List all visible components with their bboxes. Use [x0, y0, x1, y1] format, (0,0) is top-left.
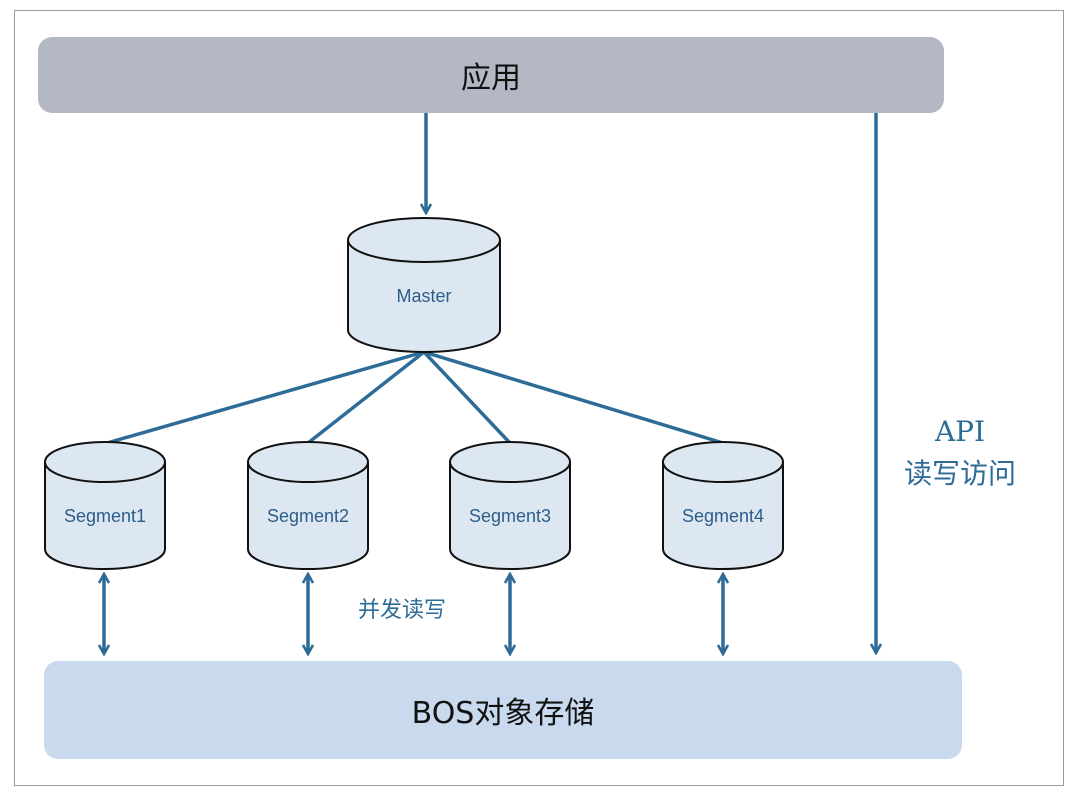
segment4-cylinder: Segment4 [662, 441, 784, 570]
segment2-label: Segment2 [267, 506, 349, 526]
bos-storage-layer: BOS对象存储 [44, 661, 962, 759]
master-cylinder: Master [347, 217, 501, 353]
diagram-frame [14, 10, 1064, 786]
connector-segment1 [106, 350, 425, 445]
master-segment-connectors [106, 350, 724, 445]
connector-segment4 [423, 350, 724, 445]
segment3-label: Segment3 [469, 506, 551, 526]
segment3-cylinder: Segment3 [449, 441, 571, 570]
segment-storage-arrows [104, 575, 723, 653]
master-label: Master [396, 286, 451, 306]
segment1-label: Segment1 [64, 506, 146, 526]
segment1-cylinder: Segment1 [44, 441, 166, 570]
segment2-cylinder: Segment2 [247, 441, 369, 570]
application-layer: 应用 [38, 37, 944, 113]
application-label: 应用 [461, 61, 521, 96]
api-label: API [934, 415, 985, 448]
connector-segment3 [422, 350, 512, 445]
concurrent-rw-label: 并发读写 [358, 598, 446, 623]
rw-access-label: 读写访问 [904, 457, 1016, 490]
bos-storage-label: BOS对象存储 [411, 696, 595, 731]
connector-segment2 [306, 350, 426, 445]
segment4-label: Segment4 [682, 506, 764, 526]
